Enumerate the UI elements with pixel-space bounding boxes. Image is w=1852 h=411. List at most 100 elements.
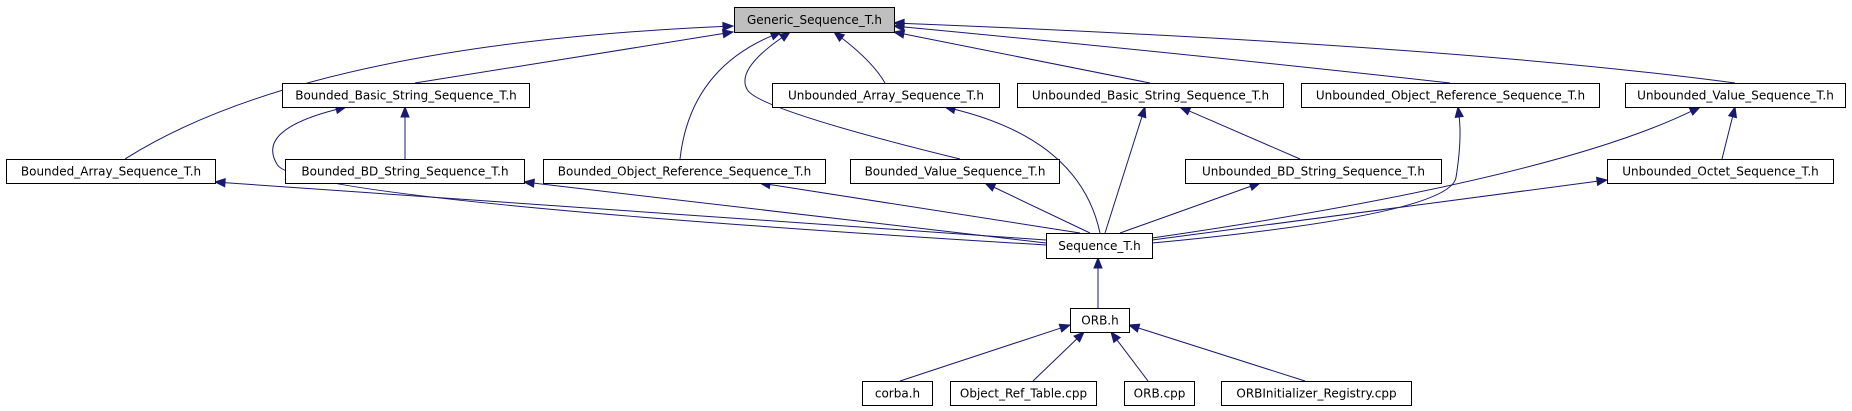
edge-line [768, 183, 1081, 234]
node-bbds[interactable]: Bounded_BD_String_Sequence_T.h [285, 159, 525, 184]
edge-bbds-to-bbs [400, 105, 410, 159]
edge-seq-to-bvs [983, 182, 1091, 234]
node-label: Unbounded_Array_Sequence_T.h [788, 89, 984, 103]
node-label: Unbounded_Object_Reference_Sequence_T.h [1316, 89, 1585, 103]
node-generic[interactable]: Generic_Sequence_T.h [734, 7, 895, 33]
node-label: Unbounded_Value_Sequence_T.h [1637, 89, 1834, 103]
arrowhead-icon [213, 178, 226, 188]
arrowhead-icon [892, 29, 906, 39]
edge-line [679, 35, 773, 160]
edge-line [1104, 115, 1143, 234]
arrowhead-icon [1093, 256, 1103, 269]
node-label: Bounded_Basic_String_Sequence_T.h [295, 89, 517, 103]
arrowhead-icon [1110, 330, 1122, 344]
node-seq[interactable]: Sequence_T.h [1046, 233, 1153, 259]
node-box[interactable] [285, 159, 525, 184]
edge-line [532, 182, 1047, 244]
node-box[interactable] [772, 83, 1000, 108]
edge-line [899, 327, 1062, 382]
node-box[interactable] [1625, 83, 1846, 108]
node-bvs[interactable]: Bounded_Value_Sequence_T.h [850, 159, 1060, 184]
edge-uos-to-uvs [1721, 105, 1738, 160]
node-bors[interactable]: Bounded_Object_Reference_Sequence_T.h [543, 159, 826, 184]
edge-line [223, 182, 1047, 241]
arrowhead-icon [1058, 323, 1072, 333]
edge-seq-to-uors [1151, 105, 1464, 244]
node-label: Object_Ref_Table.cpp [960, 387, 1087, 401]
edge-line [902, 22, 1736, 84]
node-box[interactable] [950, 381, 1097, 406]
edge-bvs-to-generic [744, 31, 961, 160]
node-box[interactable] [1124, 381, 1195, 406]
node-box[interactable] [6, 159, 216, 184]
node-box[interactable] [543, 159, 826, 184]
edge-seq-to-bors [758, 179, 1081, 234]
arrowhead-icon [721, 28, 735, 39]
edge-uas-to-generic [832, 31, 886, 84]
node-label: ORB.cpp [1134, 387, 1186, 401]
node-ort[interactable]: Object_Ref_Table.cpp [950, 381, 1097, 406]
node-ubds[interactable]: Unbounded_BD_String_Sequence_T.h [1185, 159, 1442, 184]
edge-line [1151, 110, 1693, 239]
edge-ubds-to-ubs [1178, 106, 1301, 160]
edge-line [272, 108, 1047, 246]
node-ubs[interactable]: Unbounded_Basic_String_Sequence_T.h [1017, 83, 1284, 108]
edge-line [1137, 327, 1306, 382]
arrowhead-icon [983, 182, 997, 192]
edge-orbinit-to-orb [1127, 323, 1306, 382]
edge-orb-to-seq [1093, 256, 1103, 308]
node-corba[interactable]: corba.h [862, 381, 933, 406]
edge-line [1721, 115, 1734, 160]
node-uas[interactable]: Unbounded_Array_Sequence_T.h [772, 83, 1000, 108]
edge-ubs-to-generic [892, 29, 1151, 84]
edge-line [953, 108, 1101, 234]
edge-seq-to-ubs [1104, 105, 1147, 234]
edge-line [744, 36, 961, 160]
node-box[interactable] [862, 381, 933, 406]
node-label: corba.h [875, 387, 920, 401]
node-orb[interactable]: ORB.h [1070, 308, 1130, 333]
node-box[interactable] [1070, 308, 1130, 333]
edge-line [1119, 185, 1252, 234]
node-uors[interactable]: Unbounded_Object_Reference_Sequence_T.h [1301, 83, 1600, 108]
arrowhead-icon [1127, 323, 1141, 333]
edge-line [902, 33, 1151, 84]
node-label: Unbounded_BD_String_Sequence_T.h [1202, 165, 1425, 179]
edge-line [1116, 338, 1149, 382]
arrowhead-icon [769, 31, 783, 41]
node-label: Generic_Sequence_T.h [747, 13, 882, 27]
node-box[interactable] [734, 7, 895, 33]
arrowhead-icon [1727, 105, 1738, 119]
arrowhead-icon [1137, 105, 1147, 119]
edge-seq-to-bbds [522, 178, 1047, 244]
node-label: Unbounded_Octet_Sequence_T.h [1622, 165, 1819, 179]
node-uvs[interactable]: Unbounded_Value_Sequence_T.h [1625, 83, 1846, 108]
edge-line [992, 186, 1091, 234]
node-box[interactable] [1607, 159, 1834, 184]
edge-bas-to-generic [124, 21, 735, 160]
edge-line [1151, 115, 1461, 244]
node-box[interactable] [1185, 159, 1442, 184]
node-box[interactable] [1301, 83, 1600, 108]
arrowhead-icon [522, 178, 535, 188]
edge-orbcpp-to-orb [1110, 330, 1149, 382]
arrowhead-icon [892, 18, 905, 29]
node-box[interactable] [1017, 83, 1284, 108]
edge-line [414, 32, 725, 84]
node-orbinit[interactable]: ORBInitializer_Registry.cpp [1221, 381, 1412, 406]
node-box[interactable] [1221, 381, 1412, 406]
node-uos[interactable]: Unbounded_Octet_Sequence_T.h [1607, 159, 1834, 184]
node-label: ORBInitializer_Registry.cpp [1236, 387, 1396, 401]
node-label: Bounded_Value_Sequence_T.h [865, 165, 1046, 179]
arrowhead-icon [1595, 176, 1609, 187]
node-box[interactable] [1046, 233, 1153, 259]
node-box[interactable] [850, 159, 1060, 184]
node-orbcpp[interactable]: ORB.cpp [1124, 381, 1195, 406]
node-bas[interactable]: Bounded_Array_Sequence_T.h [6, 159, 216, 184]
node-label: Bounded_Object_Reference_Sequence_T.h [558, 165, 811, 179]
edge-line [124, 25, 725, 160]
node-bbs[interactable]: Bounded_Basic_String_Sequence_T.h [282, 83, 530, 108]
arrowhead-icon [1454, 105, 1464, 118]
node-box[interactable] [282, 83, 530, 108]
